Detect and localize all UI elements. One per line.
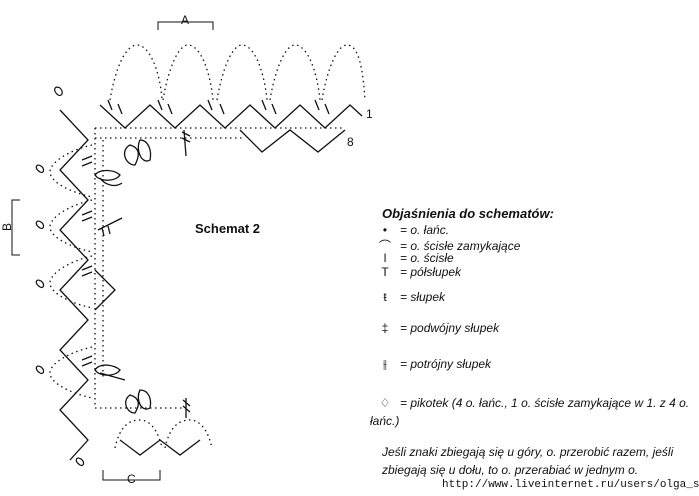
label-a: A [181,13,190,27]
legend-item-picot: ♢= pikotek (4 o. łańc., 1 o. ścisłe zamy… [370,396,690,428]
row-number-8: 8 [347,135,354,149]
triple-treble-symbol-icon: ⫲ [383,357,387,371]
bracket-c [102,470,161,481]
corner-leaf-mid [94,169,123,187]
legend-item-chain: •= o. łańc. [370,223,449,237]
legend-item-treble: ‡= podwójny słupek [370,321,499,335]
fan-bottom-2 [164,419,213,449]
fan-top-3 [216,44,268,101]
legend-item-double: ŧ= słupek [370,290,445,304]
slip-stitch-symbol-icon: ⌒ [378,239,391,253]
picot-symbol-icon: ♢ [379,396,391,410]
legend-note: Jeśli znaki zbiegają się u góry, o. prze… [382,445,674,477]
fan-bottom-1 [114,419,163,449]
half-double-symbol-icon: T [381,265,389,279]
double-crochet-symbol-icon: ŧ [383,290,387,304]
legend-title: Objaśnienia do schematów: [382,206,554,221]
lattice-bottom [119,439,201,456]
fan-top-5 [321,44,366,101]
picots [35,86,85,467]
fan-left-3 [49,255,93,309]
corner-leaf-bottom [125,389,152,414]
fan-left-4 [49,346,93,399]
lattice-top-2 [239,129,346,153]
fan-top-1 [109,44,163,101]
bracket-a [157,21,214,30]
top-ticks [107,99,330,157]
dot-symbol-icon: • [382,223,388,237]
bracket-b [11,199,20,256]
bottom-tick [182,398,191,418]
fan-top-4 [269,44,321,101]
single-crochet-symbol-icon: ǀ [383,251,387,265]
corner-leaf-top [123,139,152,166]
left-ticks [81,155,123,367]
picot-icon [54,86,63,97]
lattice-top [99,104,363,129]
fan-top-2 [162,44,214,101]
row-number-1: 1 [366,107,373,121]
label-c: C [127,472,136,486]
legend-item-triple-treble: ⫲= potrójny słupek [370,357,491,372]
picot-icon [35,164,45,174]
fan-left-2 [49,199,93,253]
legend-item-single-crochet: ǀ= o. ścisłe [370,251,453,265]
lattice-left [59,109,89,461]
label-b: B [0,222,15,232]
picot-icon [35,365,45,375]
source-url: http://www.liveinternet.ru/users/olga_sa… [442,479,699,491]
picot-icon [35,220,45,230]
picot-icon [35,279,45,289]
legend-item-slip-stitch: ⌒= o. ścisłe zamykające [370,237,520,254]
picot-icon [75,457,85,467]
corner-leaf-low [94,364,126,381]
treble-symbol-icon: ‡ [381,321,389,335]
legend-item-half-double: T= półsłupek [370,265,461,279]
fan-left-1 [49,144,93,198]
lattice-left-2 [94,269,116,311]
schema-title: Schemat 2 [195,221,261,236]
